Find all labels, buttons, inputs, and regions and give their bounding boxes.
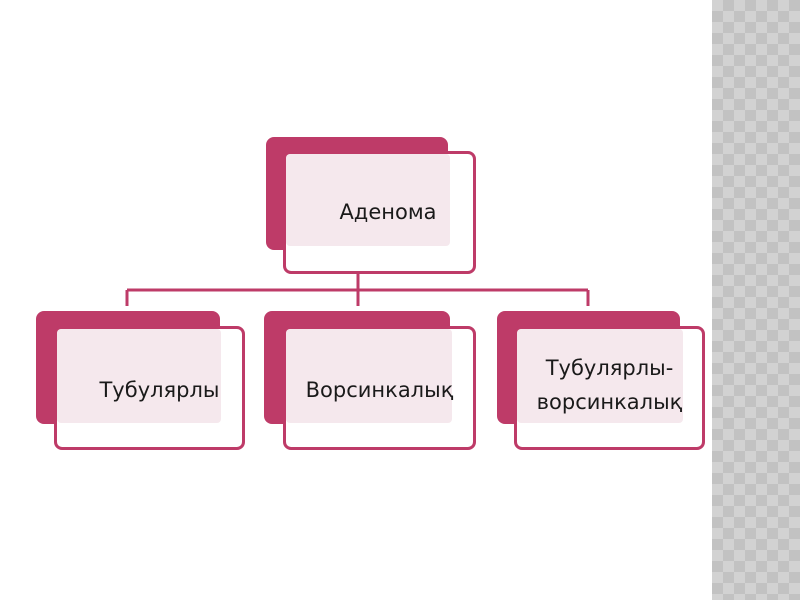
child-node-tubular-label: Тубулярлы — [99, 378, 220, 402]
root-node-card — [283, 151, 476, 274]
slide-canvas: Аденома Тубулярлы Ворсинкалық Тубулярлы-… — [36, 137, 705, 450]
root-node: Аденома — [266, 137, 480, 278]
child-node-villous-label: Ворсинкалық — [305, 378, 454, 402]
child-node-tubular-card — [54, 326, 245, 450]
child-node-tubulovillous-label: Тубулярлы- ворсинкалық — [536, 356, 683, 414]
child-node-villous-card — [283, 326, 476, 450]
child-node-villous-tint — [286, 329, 452, 423]
root-node-tint — [286, 154, 450, 246]
connector-lines — [125, 255, 590, 306]
child-node-tubular: Тубулярлы — [36, 311, 245, 450]
child-node-tubulovillous: Тубулярлы- ворсинкалық — [497, 311, 705, 450]
child-node-villous: Ворсинкалық — [264, 311, 476, 450]
child-node-tubulovillous-card — [514, 326, 705, 450]
root-node-label: Аденома — [339, 200, 437, 224]
child-node-tubular-tint — [57, 329, 221, 423]
side-pattern-strip — [712, 0, 800, 600]
child-node-tubulovillous-tint — [517, 329, 683, 423]
